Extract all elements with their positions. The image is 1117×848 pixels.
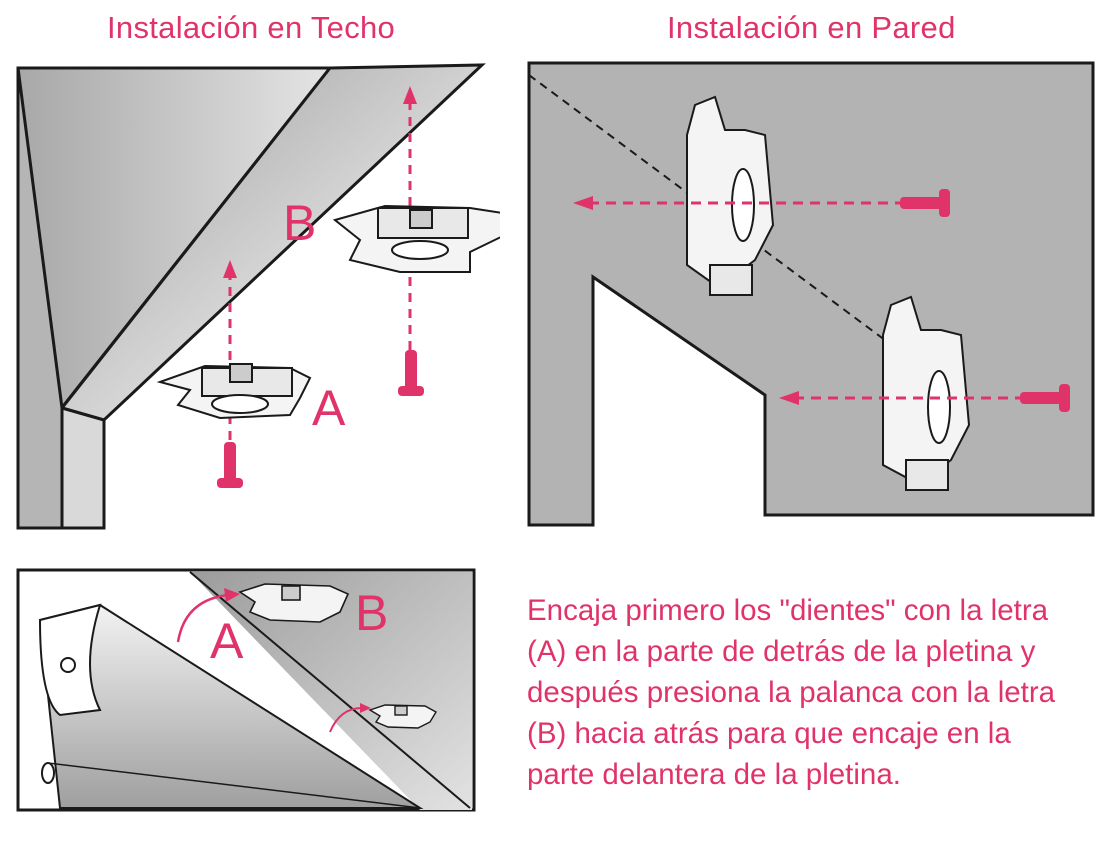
rail-label-a: A <box>210 613 244 669</box>
instruction-line: (A) en la parte de detrás de la pletina … <box>527 635 1036 668</box>
blind-rail-diagram: A B <box>16 568 476 812</box>
arrow-a-icon <box>223 260 237 440</box>
wall-bracket-top-icon <box>686 95 775 296</box>
arrow-b-icon <box>403 86 417 350</box>
ceiling-installation-diagram: B A <box>16 63 500 530</box>
instruction-line: (B) hacia atrás para que encaje en la <box>527 717 1011 750</box>
instruction-line: parte delantera de la pletina. <box>527 758 901 791</box>
wall-screw-top-icon <box>900 189 950 217</box>
wall-arrow-top-icon <box>573 196 905 210</box>
instruction-line: Encaja primero los "dientes" con la letr… <box>527 594 1049 627</box>
rail-bracket-small-icon <box>368 704 437 729</box>
screw-b-icon <box>398 350 424 396</box>
bracket-b-icon <box>332 204 500 273</box>
wall-screw-bottom-icon <box>1020 384 1070 412</box>
label-a: A <box>312 380 346 436</box>
rail-rotate-arrow-small-icon <box>329 703 371 733</box>
rail-label-b: B <box>355 585 388 641</box>
rail-rotate-arrow-large-icon <box>176 588 240 643</box>
installation-instructions: Encaja primero los "dientes" con la letr… <box>527 590 1107 795</box>
label-b: B <box>283 195 316 251</box>
wall-installation-diagram <box>527 61 1095 527</box>
ceiling-installation-title: Instalación en Techo <box>107 10 396 45</box>
bracket-a-icon <box>156 363 312 420</box>
wall-bracket-bottom-icon <box>882 295 971 491</box>
wall-installation-title: Instalación en Pared <box>667 10 956 45</box>
screw-a-icon <box>217 442 243 488</box>
wall-arrow-bottom-icon <box>779 391 1025 405</box>
wall-surface <box>527 61 1095 527</box>
instruction-line: después presiona la palanca con la letra <box>527 676 1056 709</box>
rail-bracket-large-icon <box>238 583 350 623</box>
